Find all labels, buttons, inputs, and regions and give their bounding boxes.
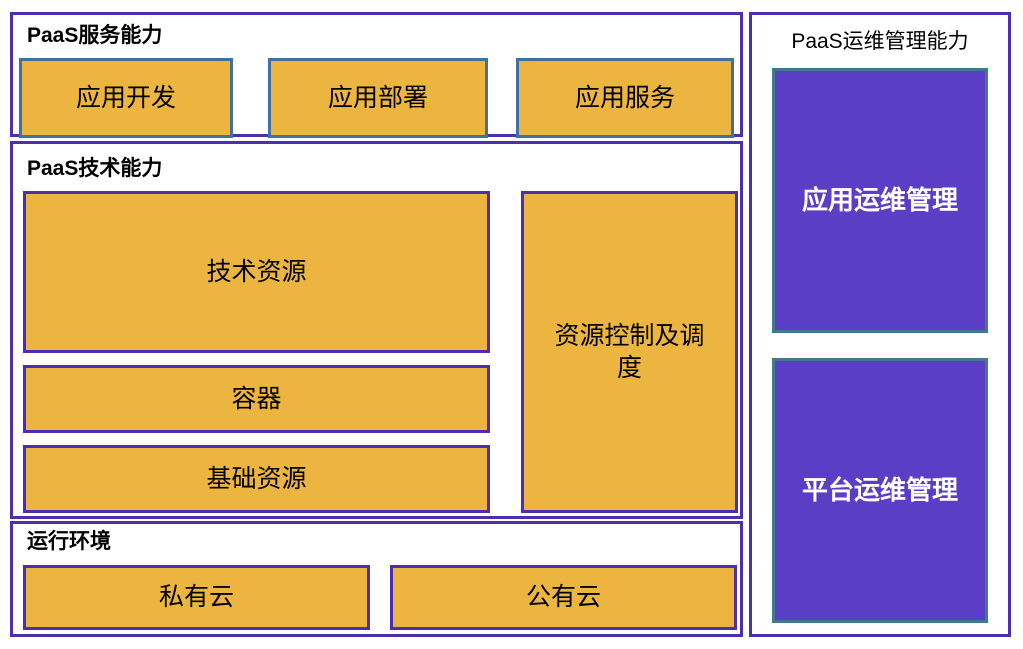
box-label: 应用部署	[327, 83, 428, 112]
box-label: 技术资源	[206, 257, 307, 286]
section-paas-service-capability: PaaS服务能力 应用开发 应用部署 应用服务	[10, 12, 743, 138]
section-paas-ops-management-capability: PaaS运维管理能力 应用运维管理 平台运维管理	[749, 12, 1011, 637]
box-app-deployment: 应用部署	[268, 58, 488, 138]
section-runtime-environment: 运行环境 私有云 公有云	[10, 521, 743, 637]
section-title-runtime-environment: 运行环境	[27, 530, 111, 553]
section-title-paas-ops-management-capability: PaaS运维管理能力	[791, 30, 969, 53]
box-resource-control-scheduling: 资源控制及调度	[521, 191, 738, 513]
box-app-ops-management: 应用运维管理	[772, 68, 988, 333]
box-app-service: 应用服务	[516, 58, 734, 138]
box-label: 基础资源	[206, 464, 307, 493]
box-label: 应用运维管理	[801, 184, 958, 215]
section-paas-technical-capability: PaaS技术能力 技术资源 容器 基础资源 资源控制及调度	[10, 141, 743, 519]
box-private-cloud: 私有云	[23, 565, 370, 630]
box-label: 应用服务	[574, 83, 675, 112]
box-label: 资源控制及调度	[554, 321, 705, 383]
box-label: 公有云	[525, 583, 601, 612]
box-app-development: 应用开发	[19, 58, 233, 138]
box-basic-resources: 基础资源	[23, 445, 490, 513]
box-technical-resources: 技术资源	[23, 191, 490, 353]
box-label: 平台运维管理	[801, 474, 958, 505]
box-platform-ops-management: 平台运维管理	[772, 358, 988, 623]
box-public-cloud: 公有云	[390, 565, 737, 630]
box-label: 应用开发	[75, 83, 176, 112]
box-label: 私有云	[158, 583, 234, 612]
section-title-paas-technical-capability: PaaS技术能力	[27, 157, 163, 180]
box-label: 容器	[231, 384, 282, 413]
section-title-paas-service-capability: PaaS服务能力	[27, 24, 163, 47]
box-container: 容器	[23, 365, 490, 433]
